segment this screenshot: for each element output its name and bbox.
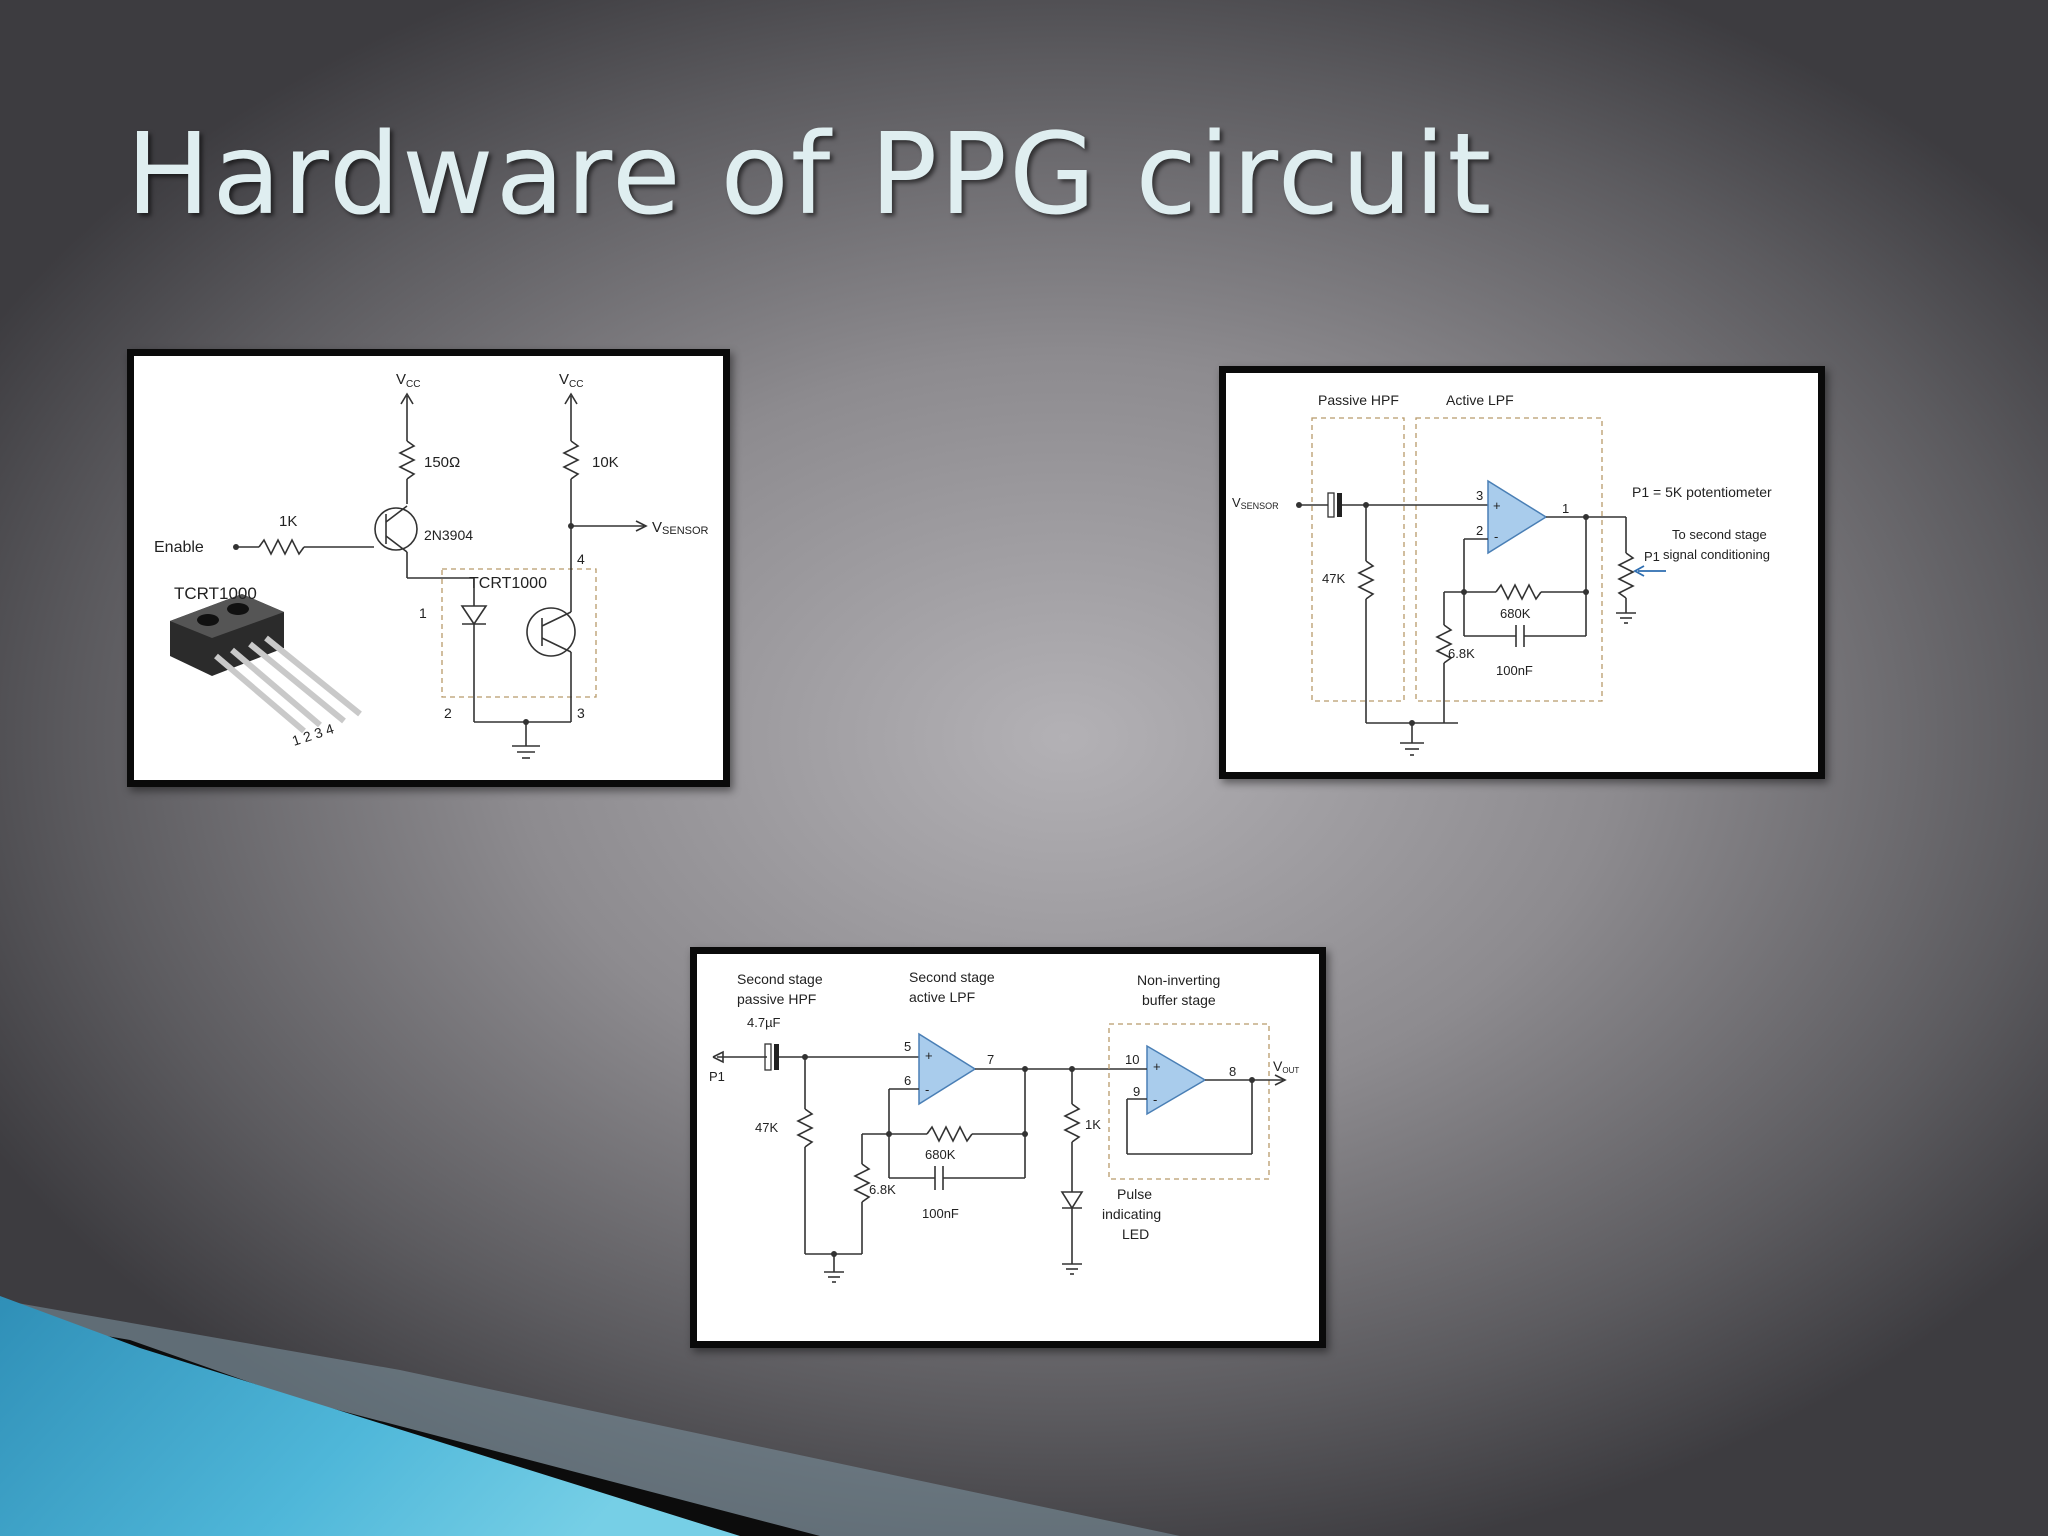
op-amp-1-minus: - [925,1082,929,1097]
pulse-led-icon [1060,1191,1084,1210]
op-amp-2-minus: - [1153,1092,1157,1107]
buffer-title-line2: buffer stage [1142,992,1216,1008]
r1k-label: 1K [1085,1117,1101,1132]
pin9-label: 9 [1133,1084,1140,1099]
capacitor-hpf [1327,492,1335,518]
op-amp-2-symbol [1146,1044,1207,1116]
op-amp-1-plus: + [925,1048,933,1063]
to-second-stage-line1: To second stage [1672,527,1767,542]
module-label: TCRT1000 [469,575,547,592]
r680k-label: 680K [1500,606,1531,621]
r680k-label: 680K [925,1147,956,1162]
pin3-label: 3 [577,705,585,721]
resistor-680k [926,1125,973,1143]
lpf-title-line2: active LPF [909,989,975,1005]
second-stage-diagram: Second stage passive HPF Second stage ac… [709,969,1299,1283]
led-label-line2: indicating [1102,1206,1161,1222]
buffer-stage-box [1108,1023,1270,1180]
part-label: TCRT1000 [174,584,257,603]
r6k8-label: 6.8K [869,1182,896,1197]
r47k-label: 47K [755,1120,778,1135]
active-lpf-label: Active LPF [1446,392,1514,408]
p1-label: P1 [1644,549,1660,564]
second-stage-panel: Second stage passive HPF Second stage ac… [690,947,1326,1348]
p1-note: P1 = 5K potentiometer [1632,484,1772,500]
r150-label: 150Ω [424,454,460,471]
op-amp-symbol [1487,479,1548,555]
op-amp-minus: - [1494,529,1498,544]
c100nf-label: 100nF [1496,663,1533,678]
resistor-1k [1063,1103,1081,1143]
potentiometer-p1 [1617,552,1635,599]
op-amp-1-symbol [918,1032,977,1106]
resistor-1k [258,538,305,556]
tcrt1000-photo [170,594,362,734]
pin2-label: 2 [444,705,452,721]
op-amp-2-plus: + [1153,1059,1161,1074]
r1k-label: 1K [279,513,297,530]
resistor-6k8 [853,1163,871,1203]
c47uf-label: 4.7µF [747,1015,781,1030]
pin5-label: 5 [904,1039,911,1054]
r6k8-label: 6.8K [1448,646,1475,661]
resistor-6k8 [1435,624,1453,664]
tcrt1000-module-box [441,568,597,698]
pin8-label: 8 [1229,1064,1236,1079]
led-label-line3: LED [1122,1226,1149,1242]
passive-hpf-label: Passive HPF [1318,392,1399,408]
op-amp-plus: + [1493,498,1501,513]
ir-led-icon [460,605,488,626]
vout-label: VOUT [1273,1058,1299,1075]
resistor-10k [562,440,580,480]
first-stage-filter-diagram: Passive HPF Active LPF VSENSOR 47K + - 3… [1232,392,1772,756]
pin4-label: 4 [577,551,585,567]
active-lpf-box [1415,417,1603,702]
slide-title: Hardware of PPG circuit [126,110,1494,240]
pin10-label: 10 [1125,1052,1139,1067]
resistor-47k [796,1108,814,1148]
pin1-label: 1 [419,605,427,621]
p1-label: P1 [709,1069,725,1084]
vsensor-label: VSENSOR [1232,495,1279,511]
to-second-stage-line2: signal conditioning [1663,547,1770,562]
pin7-label: 7 [987,1052,994,1067]
transistor-2n3904 [374,507,418,551]
buffer-title-line1: Non-inverting [1137,972,1220,988]
sensor-circuit-panel: TCRT1000 1 2 3 4 VCC 150Ω 2N3904 Enable … [127,349,730,787]
pin6-label: 6 [904,1073,911,1088]
first-stage-filter-panel: Passive HPF Active LPF VSENSOR 47K + - 3… [1219,366,1825,779]
resistor-680k [1495,583,1542,601]
pin1-label: 1 [1562,501,1569,516]
lpf-title-line1: Second stage [909,969,995,985]
sensor-circuit-diagram: TCRT1000 1 2 3 4 VCC 150Ω 2N3904 Enable … [154,371,709,759]
passive-hpf-box [1311,417,1405,702]
phototransistor-icon [526,607,576,657]
led-label-line1: Pulse [1117,1186,1152,1202]
pin3-label: 3 [1476,488,1483,503]
r10k-label: 10K [592,454,619,471]
resistor-47k [1357,560,1375,600]
r47k-label: 47K [1322,571,1345,586]
capacitor-47uf [764,1043,772,1071]
transistor-label: 2N3904 [424,527,473,543]
vsensor-label: VSENSOR [652,519,709,537]
hpf-title-line2: passive HPF [737,991,816,1007]
hpf-title-line1: Second stage [737,971,823,987]
enable-label: Enable [154,539,204,556]
vcc-left-label: VCC [396,371,420,390]
c100nf-label: 100nF [922,1206,959,1221]
pin2-label: 2 [1476,523,1483,538]
vcc-right-label: VCC [559,371,583,390]
resistor-150 [398,440,416,480]
